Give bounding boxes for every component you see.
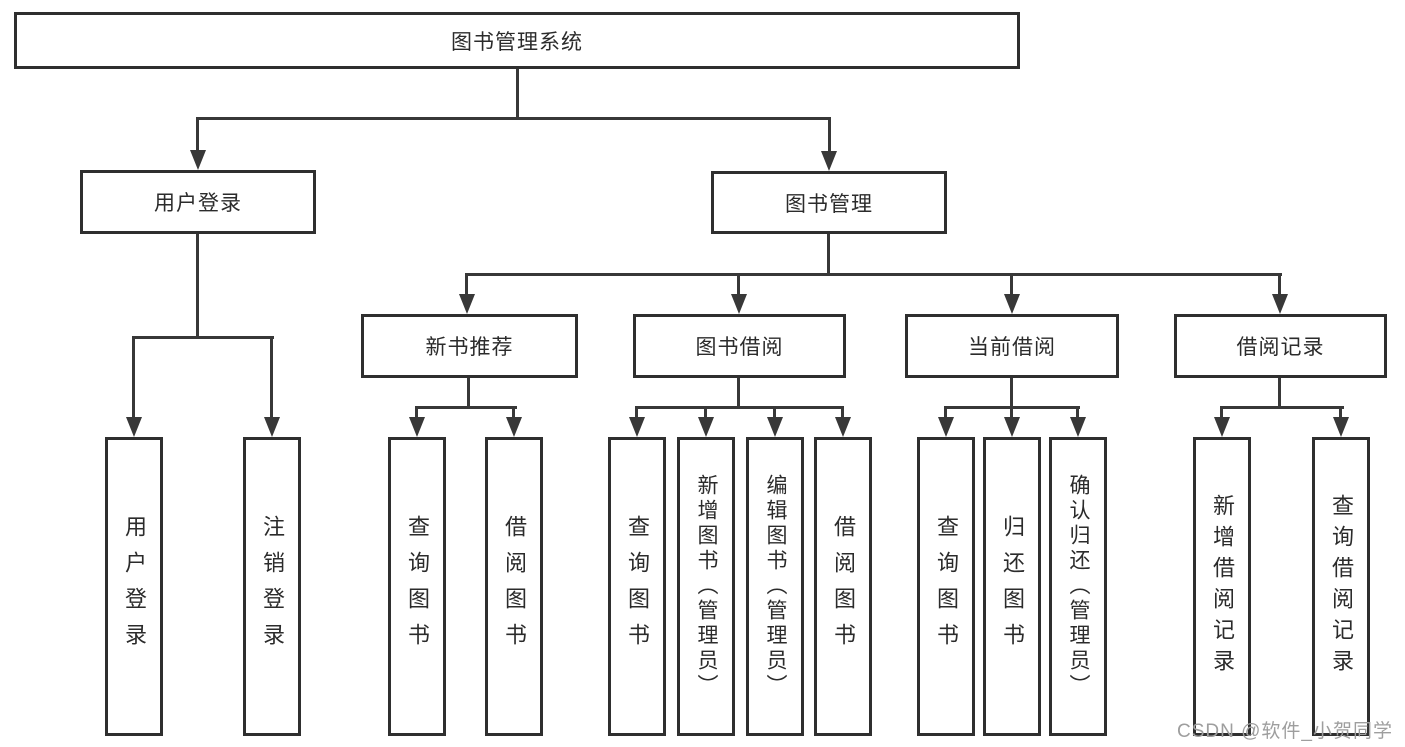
node-book-borrow: 图书借阅 <box>633 314 846 378</box>
arrow-down-icon <box>126 417 142 437</box>
connector-line <box>196 234 199 338</box>
leaf-query-books-borrow-label: 查询图书 <box>625 514 650 659</box>
arrow-down-icon <box>264 417 280 437</box>
connector-line <box>827 234 830 276</box>
node-user-login-label: 用户登录 <box>154 192 242 215</box>
leaf-add-book-admin-label: 新增图书（管理员） <box>695 474 718 699</box>
connector-line <box>196 117 199 153</box>
connector-line <box>465 273 468 298</box>
arrow-down-icon <box>1214 417 1230 437</box>
csdn-watermark: CSDN @软件_小贺同学 <box>1177 721 1393 742</box>
node-current-borrow-label: 当前借阅 <box>968 336 1056 359</box>
arrow-down-icon <box>1272 294 1288 314</box>
leaf-user-login-label: 用户登录 <box>122 514 147 659</box>
leaf-confirm-return-admin: 确认归还（管理员） <box>1049 437 1107 736</box>
node-borrow-records: 借阅记录 <box>1174 314 1387 378</box>
arrow-down-icon <box>1004 417 1020 437</box>
connector-line <box>1278 273 1281 298</box>
arrow-down-icon <box>767 417 783 437</box>
node-root-label: 图书管理系统 <box>451 30 583 54</box>
connector-line <box>512 406 515 419</box>
leaf-borrow-books-borrow: 借阅图书 <box>814 437 872 736</box>
arrow-down-icon <box>698 417 714 437</box>
arrow-down-icon <box>731 294 747 314</box>
leaf-add-borrow-record-label: 新增借阅记录 <box>1210 493 1235 680</box>
arrow-down-icon <box>835 417 851 437</box>
leaf-query-books-recommend: 查询图书 <box>388 437 446 736</box>
connector-line <box>1010 406 1013 419</box>
connector-line <box>737 273 740 298</box>
node-new-book-recommend: 新书推荐 <box>361 314 578 378</box>
node-root: 图书管理系统 <box>14 12 1020 69</box>
leaf-query-books-recommend-label: 查询图书 <box>405 514 430 659</box>
leaf-borrow-books-recommend: 借阅图书 <box>485 437 543 736</box>
connector-line <box>944 406 947 419</box>
connector-line <box>1010 378 1013 409</box>
connector-line <box>635 406 638 419</box>
arrow-down-icon <box>821 151 837 171</box>
connector-line <box>516 69 519 119</box>
connector-line <box>132 336 274 339</box>
node-user-login: 用户登录 <box>80 170 316 234</box>
connector-line <box>132 336 135 419</box>
arrow-down-icon <box>190 150 206 170</box>
arrow-down-icon <box>1070 417 1086 437</box>
leaf-logout-label: 注销登录 <box>260 514 285 659</box>
node-new-book-recommend-label: 新书推荐 <box>425 336 514 359</box>
node-current-borrow: 当前借阅 <box>905 314 1119 378</box>
connector-line <box>1220 406 1344 409</box>
connector-line <box>1278 378 1281 409</box>
connector-line <box>1220 406 1223 419</box>
leaf-borrow-books-borrow-label: 借阅图书 <box>831 514 856 659</box>
leaf-return-books: 归还图书 <box>983 437 1041 736</box>
connector-line <box>704 406 707 419</box>
leaf-user-login: 用户登录 <box>105 437 163 736</box>
leaf-logout: 注销登录 <box>243 437 301 736</box>
leaf-add-borrow-record: 新增借阅记录 <box>1193 437 1251 736</box>
leaf-query-books-current: 查询图书 <box>917 437 975 736</box>
connector-line <box>1010 273 1013 298</box>
arrow-down-icon <box>938 417 954 437</box>
arrow-down-icon <box>409 417 425 437</box>
connector-line <box>197 117 831 120</box>
leaf-edit-book-admin: 编辑图书（管理员） <box>746 437 804 736</box>
connector-line <box>773 406 776 419</box>
leaf-query-borrow-record: 查询借阅记录 <box>1312 437 1370 736</box>
connector-line <box>465 273 1282 276</box>
connector-line <box>737 378 740 409</box>
connector-line <box>467 378 470 409</box>
leaf-return-books-label: 归还图书 <box>1000 514 1025 659</box>
node-borrow-records-label: 借阅记录 <box>1236 336 1325 359</box>
leaf-borrow-books-recommend-label: 借阅图书 <box>502 514 527 659</box>
connector-line <box>635 406 844 409</box>
arrow-down-icon <box>629 417 645 437</box>
arrow-down-icon <box>1004 294 1020 314</box>
leaf-add-book-admin: 新增图书（管理员） <box>677 437 735 736</box>
node-book-management: 图书管理 <box>711 171 947 234</box>
connector-line <box>841 406 844 419</box>
leaf-edit-book-admin-label: 编辑图书（管理员） <box>764 474 787 699</box>
arrow-down-icon <box>459 294 475 314</box>
leaf-confirm-return-admin-label: 确认归还（管理员） <box>1067 474 1090 699</box>
connector-line <box>828 117 831 153</box>
arrow-down-icon <box>1333 417 1349 437</box>
node-book-management-label: 图书管理 <box>785 192 873 216</box>
connector-line <box>270 336 273 419</box>
connector-line <box>1076 406 1079 419</box>
leaf-query-borrow-record-label: 查询借阅记录 <box>1329 493 1354 680</box>
node-book-borrow-label: 图书借阅 <box>695 336 784 359</box>
leaf-query-books-current-label: 查询图书 <box>934 514 959 659</box>
leaf-query-books-borrow: 查询图书 <box>608 437 666 736</box>
connector-line <box>415 406 418 419</box>
arrow-down-icon <box>506 417 522 437</box>
connector-line <box>415 406 517 409</box>
connector-line <box>1339 406 1342 419</box>
